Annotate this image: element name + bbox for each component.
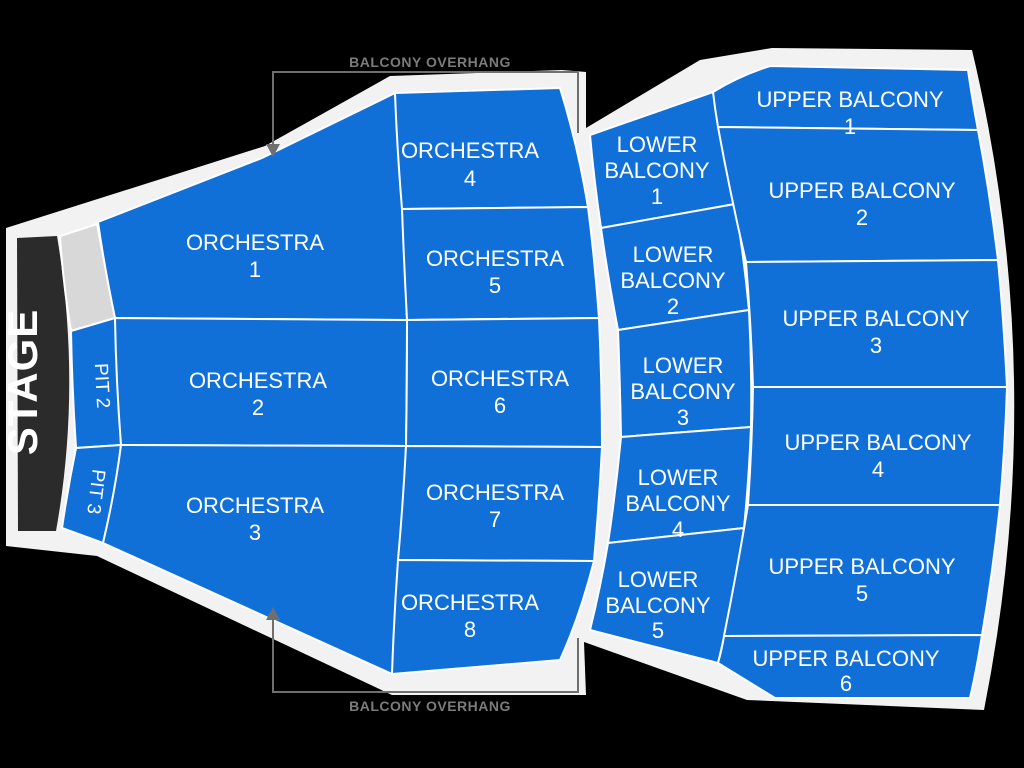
section-upper-balcony-2-label: UPPER BALCONY: [768, 178, 955, 203]
section-lower-balcony-3-number: 3: [677, 405, 689, 430]
section-orchestra-2-label: ORCHESTRA: [189, 368, 327, 393]
section-orchestra-7-number: 7: [489, 507, 501, 532]
section-orchestra-5-label: ORCHESTRA: [426, 246, 564, 271]
section-orchestra-3[interactable]: [102, 444, 407, 675]
section-upper-balcony-2-number: 2: [856, 205, 868, 230]
section-orchestra-4-number: 4: [464, 166, 476, 191]
arrow-down-icon: [266, 144, 280, 157]
section-upper-balcony-4-label: UPPER BALCONY: [784, 430, 971, 455]
section-lower-balcony-1-line2: BALCONY: [604, 158, 709, 183]
section-orchestra-3-label: ORCHESTRA: [186, 493, 324, 518]
section-lower-balcony-4-line2: BALCONY: [625, 491, 730, 516]
section-upper-balcony-3-number: 3: [870, 333, 882, 358]
section-lower-balcony-4-line1: LOWER: [638, 465, 719, 490]
section-upper-balcony-1-number: 1: [844, 114, 856, 139]
section-orchestra-7-label: ORCHESTRA: [426, 480, 564, 505]
section-lower-balcony-1-number: 1: [651, 184, 663, 209]
section-upper-balcony-6-number: 6: [840, 671, 852, 696]
section-upper-balcony-3-label: UPPER BALCONY: [782, 306, 969, 331]
section-lower-balcony-5-number: 5: [652, 618, 664, 643]
section-upper-balcony-1-label: UPPER BALCONY: [756, 87, 943, 112]
section-upper-balcony-5-label: UPPER BALCONY: [768, 554, 955, 579]
stage-block: [17, 236, 70, 531]
stage-label: STAGE: [0, 309, 46, 456]
section-lower-balcony-2-line2: BALCONY: [620, 268, 725, 293]
section-lower-balcony-4-number: 4: [672, 517, 684, 542]
section-upper-balcony-5-number: 5: [856, 581, 868, 606]
section-pit-2-label: PIT 2: [90, 363, 113, 409]
balcony-overhang-bottom-label: BALCONY OVERHANG: [349, 698, 511, 714]
section-lower-balcony-5-line2: BALCONY: [605, 593, 710, 618]
section-lower-balcony-2-number: 2: [667, 294, 679, 319]
section-lower-balcony-3-line2: BALCONY: [630, 379, 735, 404]
section-lower-balcony-2-line1: LOWER: [633, 242, 714, 267]
section-orchestra-6-number: 6: [494, 393, 506, 418]
section-orchestra-1-label: ORCHESTRA: [186, 230, 324, 255]
section-upper-balcony-6-label: UPPER BALCONY: [752, 646, 939, 671]
section-orchestra-8-label: ORCHESTRA: [401, 590, 539, 615]
section-upper-balcony-1[interactable]: [712, 65, 979, 131]
section-orchestra-2-number: 2: [252, 395, 264, 420]
section-orchestra-4-label: ORCHESTRA: [401, 138, 539, 163]
section-orchestra-6-label: ORCHESTRA: [431, 366, 569, 391]
arrow-up-icon: [266, 607, 280, 620]
overhang-bracket-top: [272, 71, 579, 148]
section-lower-balcony-3-line1: LOWER: [643, 353, 724, 378]
section-orchestra-8-number: 8: [464, 617, 476, 642]
section-orchestra-1-number: 1: [249, 257, 261, 282]
section-upper-balcony-6[interactable]: [717, 634, 983, 699]
overhang-bracket-bottom: [272, 616, 579, 693]
section-orchestra-1[interactable]: [97, 92, 408, 321]
section-orchestra-3-number: 3: [249, 520, 261, 545]
section-upper-balcony-4-number: 4: [872, 457, 884, 482]
section-lower-balcony-1-line1: LOWER: [617, 132, 698, 157]
section-orchestra-5-number: 5: [489, 273, 501, 298]
balcony-overhang-top-label: BALCONY OVERHANG: [349, 54, 511, 70]
section-lower-balcony-5-line1: LOWER: [618, 567, 699, 592]
section-orchestra-8[interactable]: [391, 559, 595, 675]
